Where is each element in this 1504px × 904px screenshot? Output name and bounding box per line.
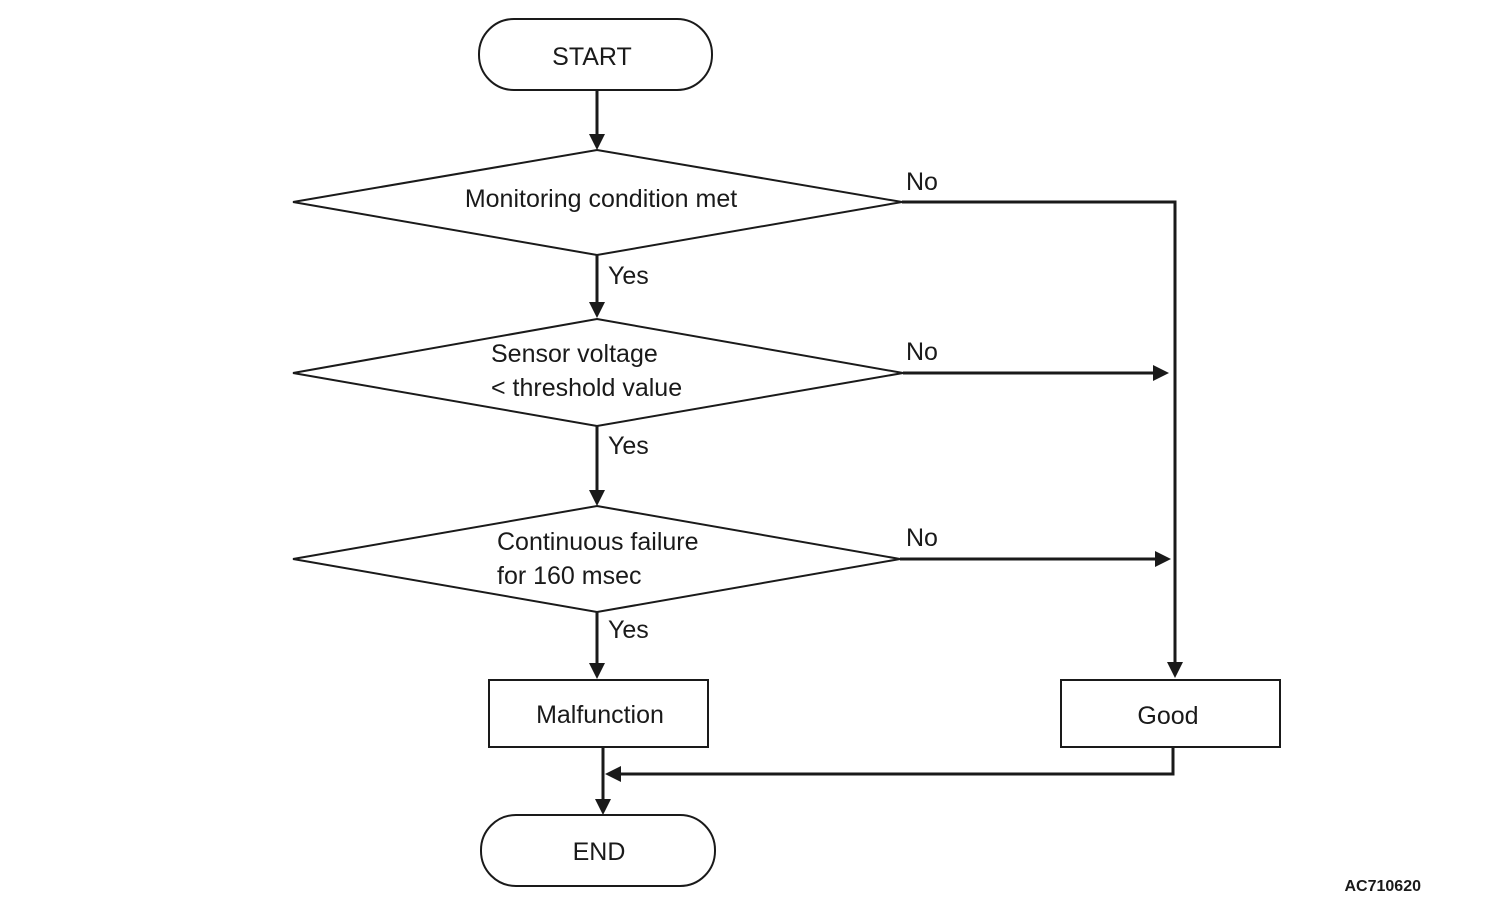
end-terminal	[480, 814, 716, 887]
arrowhead-d3-no	[1155, 551, 1171, 567]
start-label: START	[552, 43, 632, 71]
arrowhead-malfunction	[589, 663, 605, 679]
good-label: Good	[1137, 702, 1198, 730]
decision-continuous-failure	[292, 504, 901, 614]
no-label-d1: No	[906, 168, 938, 196]
yes-label-d3: Yes	[608, 616, 649, 644]
good-box	[1060, 679, 1281, 748]
arrowhead-d3	[589, 490, 605, 506]
arrowhead-d2-no	[1153, 365, 1169, 381]
no-label-d2: No	[906, 338, 938, 366]
figure-reference-id: AC710620	[1345, 878, 1422, 895]
decision1-label: Monitoring condition met	[465, 185, 737, 213]
malfunction-label: Malfunction	[536, 701, 664, 729]
end-label: END	[573, 838, 626, 866]
connector-d1-no-trunk	[902, 200, 1177, 664]
arrowhead-merge	[605, 766, 621, 782]
arrowhead-d2	[589, 302, 605, 318]
decision3-line2: for 160 msec	[497, 562, 642, 590]
arrowhead-d1	[589, 134, 605, 150]
arrowhead-end	[595, 799, 611, 815]
yes-label-d2: Yes	[608, 432, 649, 460]
malfunction-box	[488, 679, 709, 748]
decision-sensor-voltage	[292, 317, 904, 428]
yes-label-d1: Yes	[608, 262, 649, 290]
no-label-d3: No	[906, 524, 938, 552]
arrowhead-good	[1167, 662, 1183, 678]
decision3-line1: Continuous failure	[497, 528, 699, 556]
decision2-line1: Sensor voltage	[491, 340, 658, 368]
decision2-line2: < threshold value	[491, 374, 682, 402]
connector-good-merge	[620, 747, 1175, 776]
